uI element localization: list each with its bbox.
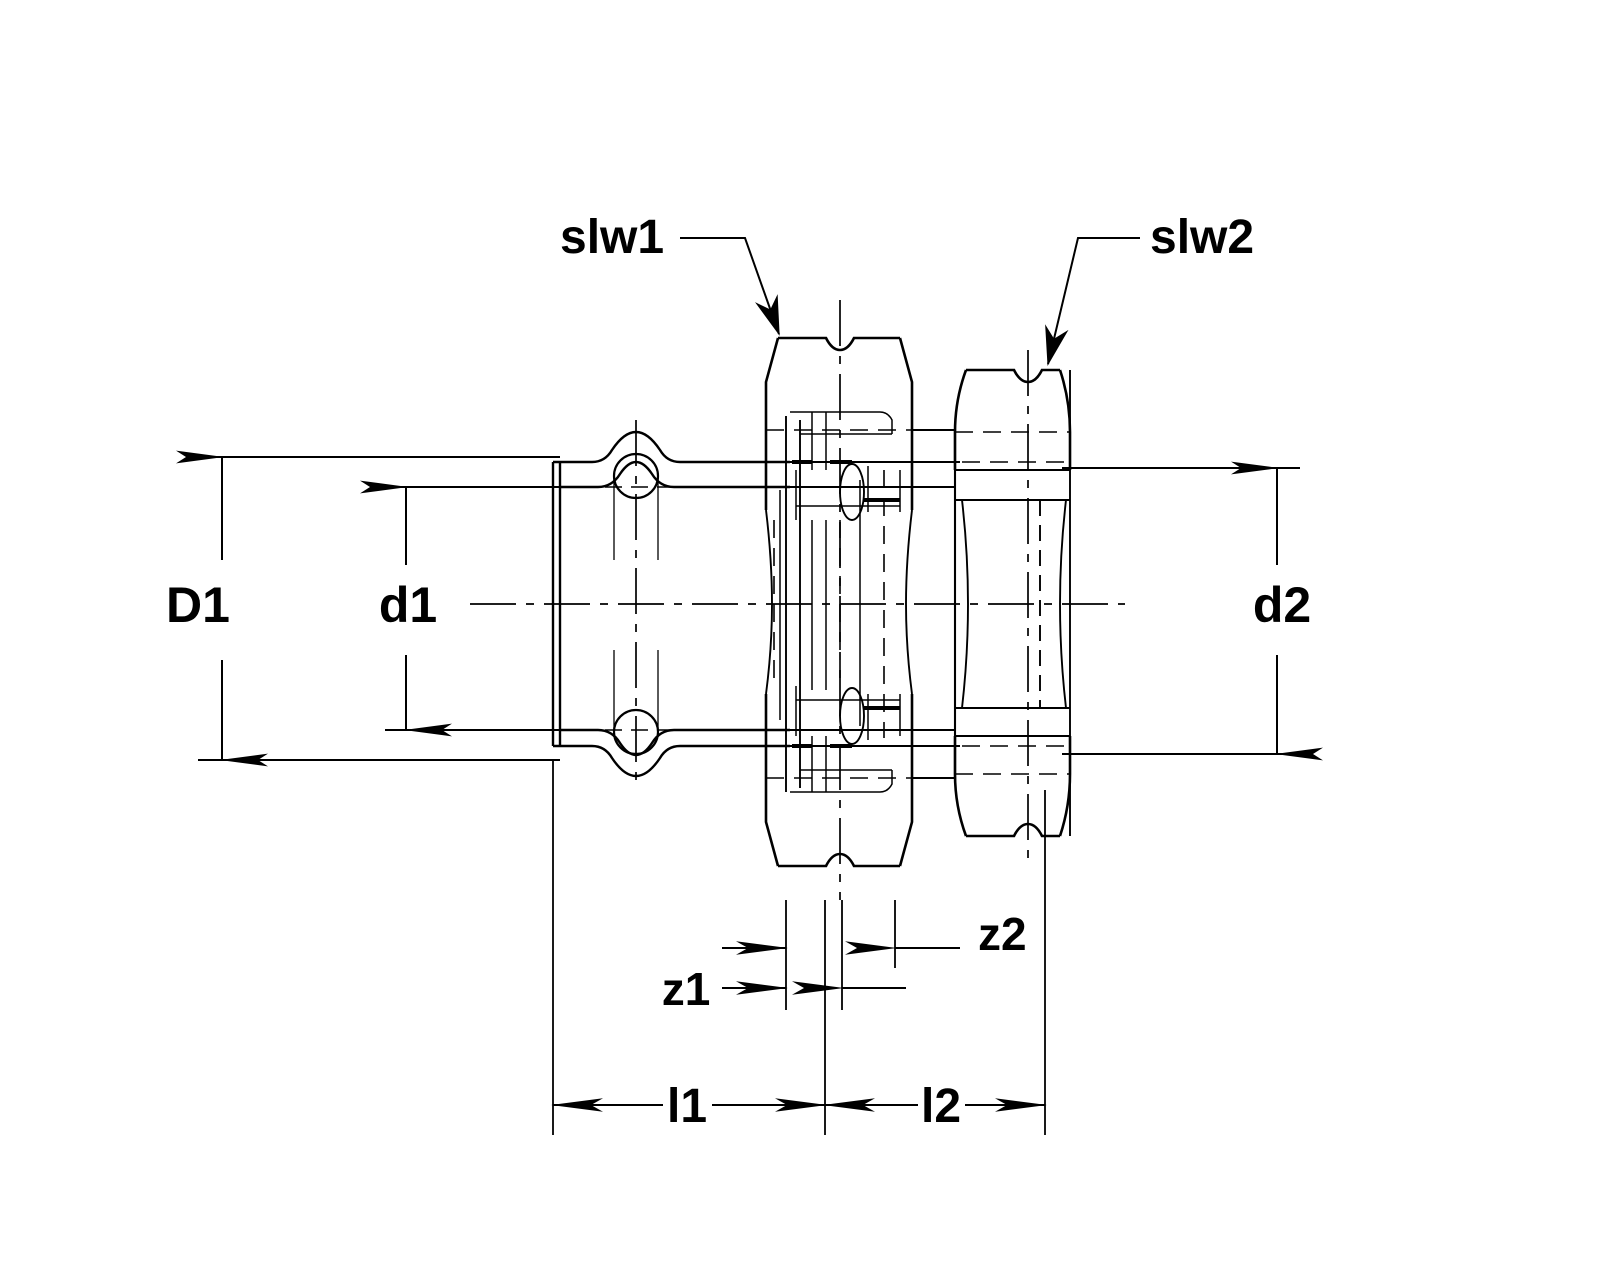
dimension-D1	[176, 450, 560, 767]
socket-hidden-lines	[553, 486, 790, 731]
hex-nut-2	[953, 368, 1072, 838]
internal-detail-lines	[779, 411, 901, 793]
dimension-z1	[722, 900, 906, 1010]
label-d1: d1	[379, 577, 437, 633]
part-outline	[470, 300, 1125, 900]
dimension-l1-l2	[551, 760, 1047, 1135]
hidden-lines	[766, 429, 1070, 779]
leader-slw2	[1045, 237, 1140, 366]
label-slw2: slw2	[1150, 211, 1254, 264]
dimension-d1	[360, 480, 560, 737]
leader-slw1	[680, 237, 780, 336]
leader-lines	[680, 237, 1140, 366]
label-l1: l1	[667, 1080, 707, 1133]
dimension-z2	[722, 900, 960, 968]
dimension-labels: slw1 slw2 D1 d1 d2 z1 z2 l1 l2	[166, 211, 1311, 1133]
hex-nut-1	[764, 336, 914, 868]
label-l2: l2	[921, 1080, 961, 1133]
label-z2: z2	[978, 908, 1027, 960]
dimension-d2	[1062, 461, 1323, 761]
centre-lines	[470, 300, 1125, 900]
label-d2: d2	[1253, 577, 1311, 633]
label-D1: D1	[166, 577, 230, 633]
dimension-lines	[176, 450, 1323, 1135]
label-z1: z1	[662, 963, 711, 1015]
label-slw1: slw1	[560, 211, 664, 264]
bead-construction-lines	[613, 476, 659, 732]
hex-nut-2-waist	[955, 370, 1071, 836]
